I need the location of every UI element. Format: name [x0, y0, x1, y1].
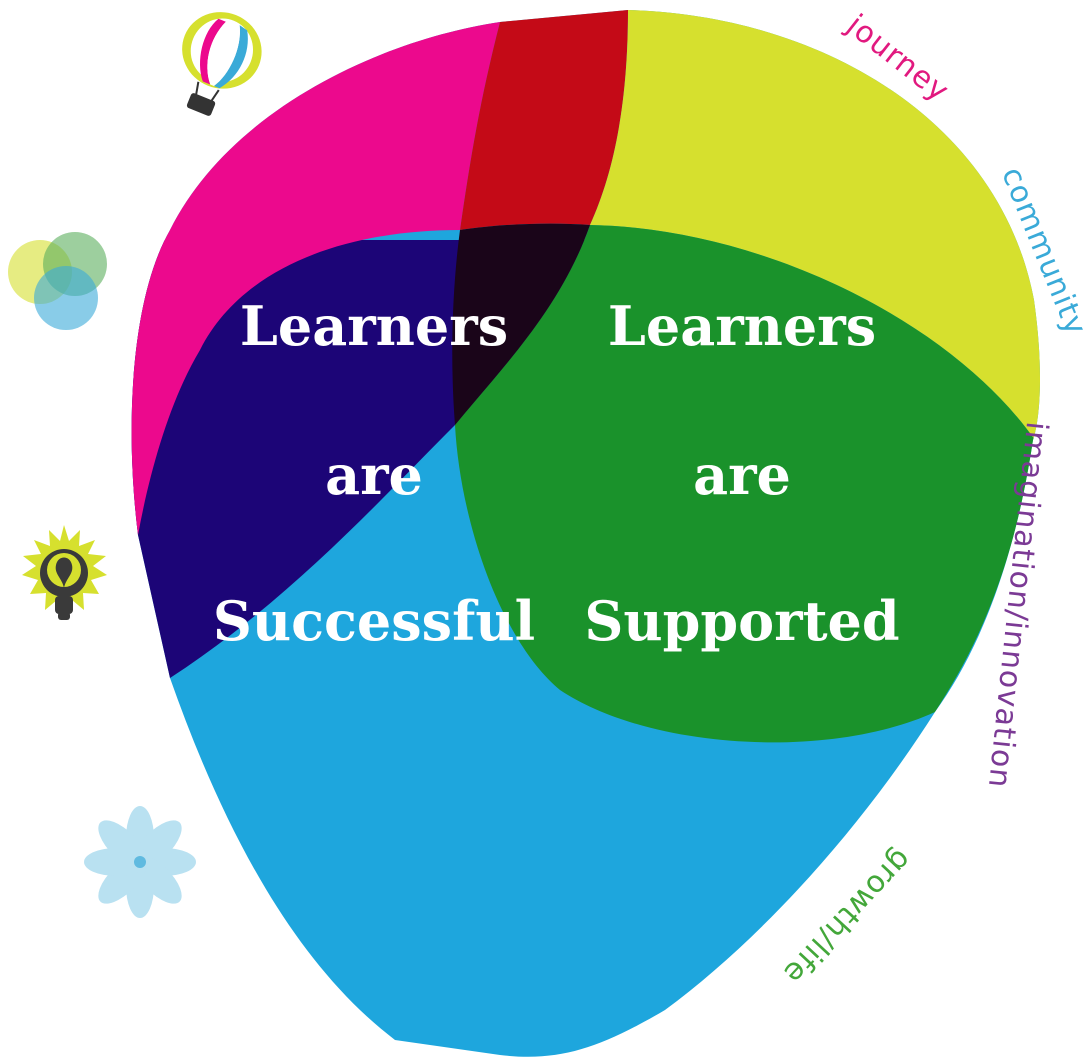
- left-successful-text: Successful: [213, 589, 535, 653]
- right-text-group: Learners are Supported: [584, 294, 899, 653]
- right-are-text: are: [693, 443, 791, 507]
- hot-air-balloon-icon: [182, 12, 262, 116]
- left-are-text: are: [325, 443, 423, 507]
- green-region: [455, 225, 1035, 743]
- right-learners-text: Learners: [608, 294, 876, 358]
- left-learners-text: Learners: [240, 294, 508, 358]
- dark-overlap-region: [452, 223, 590, 425]
- left-text-group: Learners are Successful: [213, 294, 535, 653]
- right-supported-text: Supported: [584, 589, 899, 653]
- overlapping-circles-icon: [8, 232, 107, 330]
- crimson-region: [460, 10, 628, 230]
- lightbulb-icon: [22, 525, 107, 620]
- flower-icon: [84, 806, 196, 918]
